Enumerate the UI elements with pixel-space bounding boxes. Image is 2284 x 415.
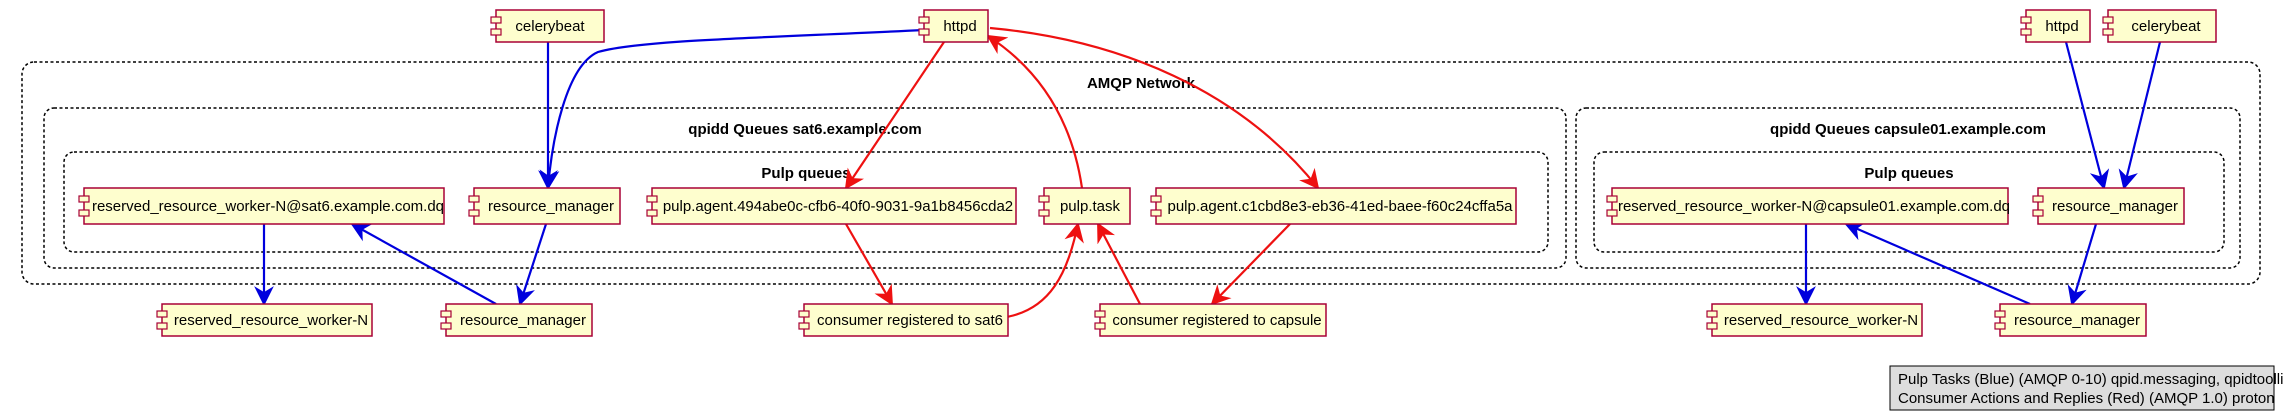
svg-text:resource_manager: resource_manager [488,198,614,215]
svg-text:reserved_resource_worker-N: reserved_resource_worker-N [174,312,368,329]
edge-manager-to-reserved-sat6 [350,223,497,305]
edge-consumer-sat6-to-pulp-task [999,222,1084,320]
queue-pulp-agent-1: pulp.agent.494abe0c-cfb6-40f0-9031-9a1b8… [646,187,1017,225]
edge-pulp-agent-1-to-consumer-sat6 [845,223,893,306]
pulp-queues-sat6-title: Pulp queues [761,165,850,182]
edge-manager-to-reserved-capsule [1844,222,2031,306]
qpidd-sat6-title: qpidd Queues sat6.example.com [688,121,921,138]
component-reserved-worker-left: reserved_resource_worker-N [156,303,373,337]
edge-celerybeat-right-to-resource-manager-capsule [2118,41,2162,190]
edge-pulp-task-to-httpd [986,34,1084,189]
svg-text:resource_manager: resource_manager [2052,198,2178,215]
component-consumer-sat6: consumer registered to sat6 [798,303,1009,337]
svg-text:httpd: httpd [943,18,976,35]
queue-reserved-worker-sat6: reserved_resource_worker-N@sat6.example.… [78,187,445,225]
legend: Pulp Tasks (Blue) (AMQP 0-10) qpid.messa… [1889,365,2284,411]
svg-text:pulp.agent.494abe0c-cfb6-40f0-: pulp.agent.494abe0c-cfb6-40f0-9031-9a1b8… [663,198,1013,215]
svg-text:reserved_resource_worker-N@cap: reserved_resource_worker-N@capsule01.exa… [1618,198,2010,215]
component-httpd-right: httpd [2020,9,2091,43]
component-celerybeat-left: celerybeat [490,9,605,43]
consumer-edges [844,26,1320,320]
edge-httpd-to-resource-manager-sat6 [539,28,925,190]
svg-text:consumer registered to capsule: consumer registered to capsule [1112,312,1321,329]
component-httpd-center: httpd [918,9,989,43]
svg-text:resource_manager: resource_manager [2014,312,2140,329]
component-consumer-capsule: consumer registered to capsule [1094,303,1327,337]
edge-pulp-agent-2-to-consumer-capsule [1210,223,1291,306]
edge-resource-manager-sat6-to-manager [516,223,548,306]
queue-reserved-worker-capsule: reserved_resource_worker-N@capsule01.exa… [1606,187,2010,225]
queue-pulp-agent-2: pulp.agent.c1cbd8e3-eb36-41ed-baee-f60c2… [1150,187,1517,225]
svg-text:pulp.agent.c1cbd8e3-eb36-41ed-: pulp.agent.c1cbd8e3-eb36-41ed-baee-f60c2… [1168,198,1514,215]
edge-resource-manager-capsule-to-manager [2067,223,2098,306]
legend-blue-line: Pulp Tasks (Blue) (AMQP 0-10) qpid.messa… [1898,371,2284,388]
edge-httpd-right-to-resource-manager-capsule [2064,41,2110,190]
qpidd-capsule-title: qpidd Queues capsule01.example.com [1770,121,2046,138]
pulp-queues-capsule-title: Pulp queues [1864,165,1953,182]
component-celerybeat-right: celerybeat [2102,9,2217,43]
svg-text:celerybeat: celerybeat [515,18,585,35]
svg-text:consumer registered to sat6: consumer registered to sat6 [817,312,1003,329]
amqp-network-title: AMQP Network [1087,75,1196,92]
edge-httpd-to-pulp-agent-2 [989,26,1320,190]
edge-httpd-to-pulp-agent-1 [844,41,945,190]
queue-resource-manager-capsule: resource_manager [2032,187,2185,225]
pulp-task-edges [254,28,2162,306]
queue-resource-manager-sat6: resource_manager [468,187,621,225]
edge-consumer-capsule-to-pulp-task [1097,222,1141,305]
component-resource-manager-right: resource_manager [1994,303,2147,337]
svg-text:reserved_resource_worker-N: reserved_resource_worker-N [1724,312,1918,329]
svg-text:pulp.task: pulp.task [1060,198,1121,215]
queue-pulp-task: pulp.task [1038,187,1131,225]
svg-text:reserved_resource_worker-N@sat: reserved_resource_worker-N@sat6.example.… [92,198,444,215]
component-resource-manager-left: resource_manager [440,303,593,337]
svg-text:celerybeat: celerybeat [2131,18,2201,35]
component-reserved-worker-right: reserved_resource_worker-N [1706,303,1923,337]
svg-text:resource_manager: resource_manager [460,312,586,329]
svg-text:httpd: httpd [2045,18,2078,35]
legend-red-line: Consumer Actions and Replies (Red) (AMQP… [1898,390,2275,407]
